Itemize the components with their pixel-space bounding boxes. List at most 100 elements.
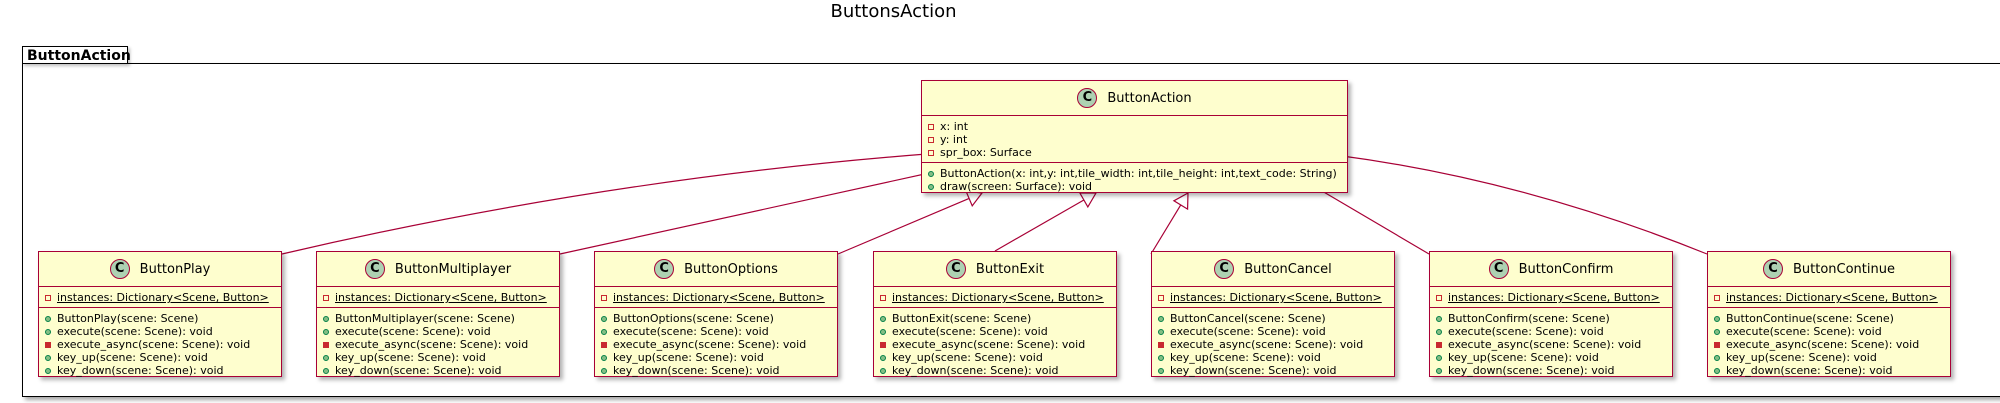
field-row: x: int — [928, 120, 1341, 133]
method-text: key_up(scene: Scene): void — [57, 351, 208, 364]
public-visibility-icon — [601, 315, 607, 322]
method-row: execute(scene: Scene): void — [880, 325, 1110, 338]
private-visibility-icon — [880, 294, 886, 301]
public-visibility-icon — [601, 328, 607, 335]
method-text: execute(scene: Scene): void — [1170, 325, 1326, 338]
private-visibility-icon — [45, 294, 51, 301]
method-row: ButtonConfirm(scene: Scene) — [1436, 312, 1666, 325]
public-visibility-icon — [601, 367, 607, 374]
method-row: key_down(scene: Scene): void — [880, 364, 1110, 377]
method-row: key_up(scene: Scene): void — [45, 351, 275, 364]
public-visibility-icon — [928, 170, 934, 177]
public-visibility-icon — [1158, 315, 1164, 322]
class-badge-icon: C — [364, 259, 385, 279]
public-visibility-icon — [1714, 367, 1720, 374]
public-visibility-icon — [1436, 354, 1442, 361]
class-name: ButtonAction — [1107, 90, 1192, 106]
method-text: key_up(scene: Scene): void — [892, 351, 1043, 364]
method-text: key_down(scene: Scene): void — [1170, 364, 1337, 377]
methods-compartment: ButtonConfirm(scene: Scene)execute(scene… — [1430, 308, 1672, 380]
private-visibility-icon — [601, 341, 607, 348]
public-visibility-icon — [323, 354, 329, 361]
method-row: execute_async(scene: Scene): void — [601, 338, 831, 351]
class-badge-icon: C — [1214, 259, 1235, 279]
method-row: execute_async(scene: Scene): void — [45, 338, 275, 351]
method-text: key_down(scene: Scene): void — [335, 364, 502, 377]
method-row: execute(scene: Scene): void — [45, 325, 275, 338]
method-text: key_down(scene: Scene): void — [57, 364, 224, 377]
public-visibility-icon — [1714, 315, 1720, 322]
method-text: execute_async(scene: Scene): void — [57, 338, 251, 351]
method-text: execute(scene: Scene): void — [613, 325, 769, 338]
methods-compartment: ButtonPlay(scene: Scene)execute(scene: S… — [39, 308, 281, 380]
method-text: ButtonCancel(scene: Scene) — [1170, 312, 1326, 325]
methods-compartment: ButtonOptions(scene: Scene)execute(scene… — [595, 308, 837, 380]
method-row: execute(scene: Scene): void — [1714, 325, 1944, 338]
method-row: draw(screen: Surface): void — [928, 180, 1341, 193]
method-row: execute(scene: Scene): void — [323, 325, 553, 338]
class-header: C ButtonAction — [922, 81, 1347, 116]
method-row: ButtonCancel(scene: Scene) — [1158, 312, 1388, 325]
private-visibility-icon — [880, 341, 886, 348]
method-text: execute(scene: Scene): void — [1726, 325, 1882, 338]
package-frame — [22, 63, 2000, 397]
class-badge-icon: C — [1762, 259, 1783, 279]
inheritance-line-button-continue — [1339, 155, 1708, 255]
field-row: y: int — [928, 133, 1341, 146]
field-text: spr_box: Surface — [940, 146, 1032, 159]
method-text: ButtonExit(scene: Scene) — [892, 312, 1032, 325]
private-visibility-icon — [323, 341, 329, 348]
private-visibility-icon — [928, 149, 934, 156]
method-text: ButtonConfirm(scene: Scene) — [1448, 312, 1610, 325]
public-visibility-icon — [1158, 367, 1164, 374]
field-row: instances: Dictionary<Scene, Button> — [323, 291, 553, 304]
method-text: execute_async(scene: Scene): void — [892, 338, 1086, 351]
method-text: execute_async(scene: Scene): void — [335, 338, 529, 351]
method-text: execute(scene: Scene): void — [1448, 325, 1604, 338]
public-visibility-icon — [45, 315, 51, 322]
class-badge-icon: C — [1077, 88, 1098, 108]
field-text: instances: Dictionary<Scene, Button> — [1170, 291, 1382, 304]
public-visibility-icon — [880, 367, 886, 374]
method-row: ButtonContinue(scene: Scene) — [1714, 312, 1944, 325]
public-visibility-icon — [323, 315, 329, 322]
class-name: ButtonConfirm — [1518, 261, 1614, 277]
field-row: spr_box: Surface — [928, 146, 1341, 159]
method-row: ButtonPlay(scene: Scene) — [45, 312, 275, 325]
method-text: execute_async(scene: Scene): void — [1170, 338, 1364, 351]
method-row: execute(scene: Scene): void — [601, 325, 831, 338]
inheritance-line-button-multiplayer — [559, 170, 939, 255]
fields-compartment: instances: Dictionary<Scene, Button> — [39, 287, 281, 308]
method-row: ButtonAction(x: int,y: int,tile_width: i… — [928, 167, 1341, 180]
class-name: ButtonExit — [975, 261, 1045, 277]
method-text: key_down(scene: Scene): void — [892, 364, 1059, 377]
class-name: ButtonPlay — [139, 261, 211, 277]
private-visibility-icon — [45, 341, 51, 348]
methods-compartment: ButtonExit(scene: Scene)execute(scene: S… — [874, 308, 1116, 380]
fields-compartment: instances: Dictionary<Scene, Button> — [317, 287, 559, 308]
public-visibility-icon — [1436, 315, 1442, 322]
private-visibility-icon — [928, 136, 934, 143]
method-row: execute_async(scene: Scene): void — [880, 338, 1110, 351]
method-row: execute_async(scene: Scene): void — [323, 338, 553, 351]
method-text: execute_async(scene: Scene): void — [1726, 338, 1920, 351]
method-row: key_down(scene: Scene): void — [1436, 364, 1666, 377]
public-visibility-icon — [45, 328, 51, 335]
method-text: execute_async(scene: Scene): void — [1448, 338, 1642, 351]
fields-compartment: instances: Dictionary<Scene, Button> — [1152, 287, 1394, 308]
method-row: execute(scene: Scene): void — [1436, 325, 1666, 338]
method-text: key_up(scene: Scene): void — [613, 351, 764, 364]
method-row: key_down(scene: Scene): void — [323, 364, 553, 377]
private-visibility-icon — [1436, 341, 1442, 348]
method-text: key_up(scene: Scene): void — [1448, 351, 1599, 364]
field-text: x: int — [940, 120, 969, 133]
private-visibility-icon — [1714, 294, 1720, 301]
inheritance-line-button-play — [281, 153, 926, 255]
